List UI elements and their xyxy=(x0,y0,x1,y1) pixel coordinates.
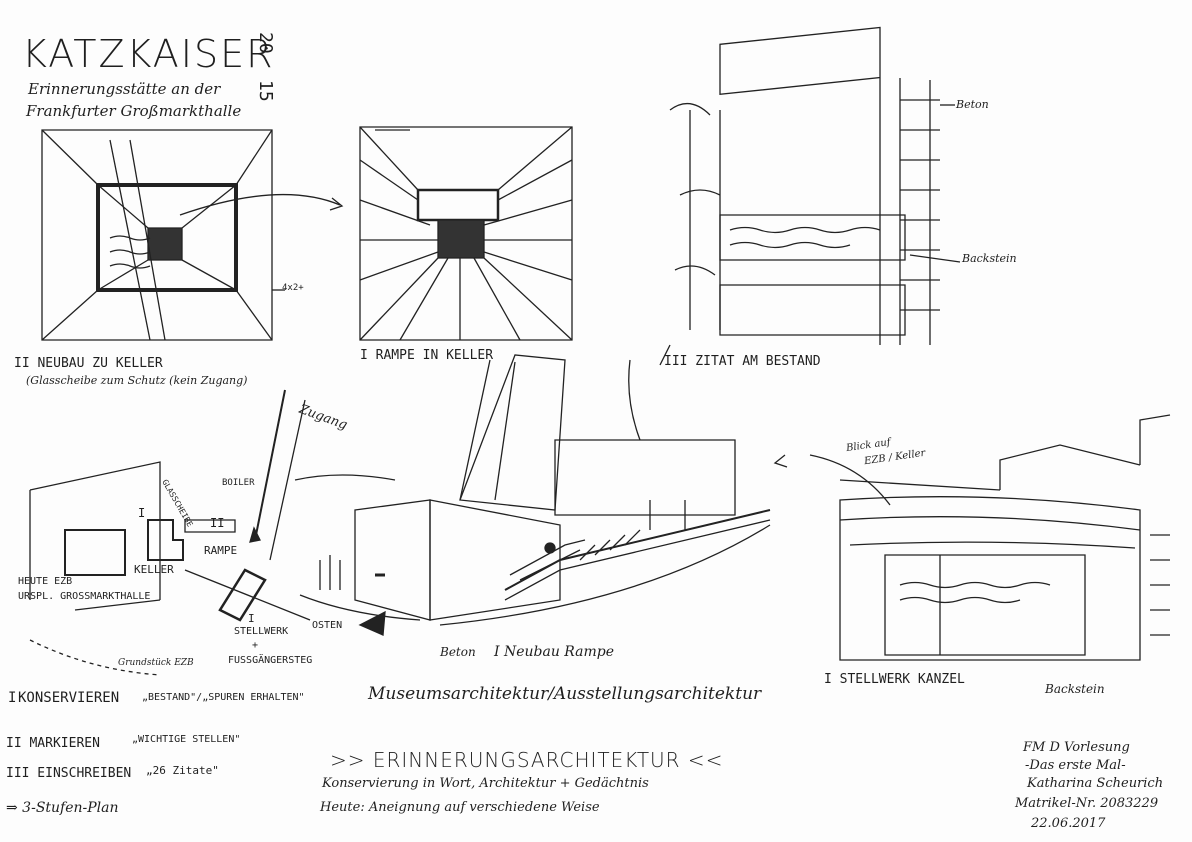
s1-dim: 4x2+ xyxy=(282,283,304,293)
author-line5: 22.06.2017 xyxy=(1031,816,1106,831)
legend-row3-quote: „26 Zitate" xyxy=(146,764,219,777)
sketch-rampe-in-keller xyxy=(360,127,572,340)
sketch-zitat-am-bestand xyxy=(660,28,960,365)
legend-row1-text: KONSERVIEREN xyxy=(18,690,120,706)
legend-row1-quote: „BESTAND"/„SPUREN ERHALTEN" xyxy=(142,692,305,703)
author-line4: Matrikel-Nr. 2083229 xyxy=(1015,796,1159,811)
s4-grund: Grundstück EZB xyxy=(118,658,194,668)
legend-row1-right: Museumsarchitektur/Ausstellungsarchitekt… xyxy=(368,684,762,704)
sketch-stellwerk-kanzel xyxy=(775,415,1170,660)
legend-row2-text: II MARKIEREN xyxy=(6,736,100,751)
s4-stellwerk-num: I xyxy=(248,612,255,625)
s4-boiler: BOILER xyxy=(222,478,255,488)
center-line2: Heute: Aneignung auf verschiedene Weise xyxy=(320,800,600,815)
s4-osten: OSTEN xyxy=(312,620,343,631)
s6-label: I STELLWERK KANZEL xyxy=(824,672,965,687)
s4-heute2: URSPL. GROSSMARKTHALLE xyxy=(18,591,151,602)
page-title: KATZKAISER xyxy=(22,32,275,76)
s4-heute1: HEUTE EZB xyxy=(18,576,73,587)
s6-tag: Backstein xyxy=(1045,682,1105,696)
sketch-neubau-zu-keller xyxy=(42,130,285,340)
s4-stellwerk2: FUSSGÄNGERSTEG xyxy=(228,655,313,666)
year-vertical-bottom: 15 xyxy=(255,80,276,102)
s1-label: II NEUBAU ZU KELLER xyxy=(14,356,163,371)
center-line1: Konservierung in Wort, Architektur + Ged… xyxy=(322,776,649,791)
legend-row3-text: III EINSCHREIBEN xyxy=(6,766,132,781)
center-heading: >> ERINNERUNGSARCHITEKTUR << xyxy=(330,748,724,772)
s4-keller: KELLER xyxy=(134,563,174,576)
sketch-lageplan xyxy=(30,390,310,675)
s4-num2: II xyxy=(210,516,225,530)
year-vertical-top: 20 xyxy=(255,32,276,54)
s3-tag-backstein: Backstein xyxy=(962,252,1017,265)
s4-num3: I xyxy=(138,506,146,520)
subtitle-line2: Frankfurter Großmarkthalle xyxy=(26,102,242,120)
arrowhead-1 xyxy=(330,198,342,210)
subtitle-line1: Erinnerungsstätte an der xyxy=(28,80,221,98)
s3-label: III ZITAT AM BESTAND xyxy=(664,354,821,369)
s4-rampe: RAMPE xyxy=(204,544,238,557)
legend-row4-text: ⇒ 3-Stufen-Plan xyxy=(6,800,119,816)
author-line3: Katharina Scheurich xyxy=(1027,776,1164,791)
s4-stellwerk-plus: + xyxy=(252,640,259,651)
legend-row2-quote: „WICHTIGE STELLEN" xyxy=(132,734,241,745)
legend-row1-num: I xyxy=(8,690,17,706)
arrow-1 xyxy=(180,195,340,215)
sketch-neubau-rampe xyxy=(295,355,770,635)
s5-beton: Beton xyxy=(440,645,476,659)
s2-label: I RAMPE IN KELLER xyxy=(360,348,494,363)
author-line2: -Das erste Mal- xyxy=(1025,758,1126,773)
author-line1: FM D Vorlesung xyxy=(1023,740,1130,755)
s3-tag-beton: Beton xyxy=(956,98,989,111)
s4-stellwerk1: STELLWERK xyxy=(234,626,289,637)
s1-note: (Glasscheibe zum Schutz (kein Zugang) xyxy=(26,374,248,387)
s5-label: I Neubau Rampe xyxy=(494,644,615,660)
